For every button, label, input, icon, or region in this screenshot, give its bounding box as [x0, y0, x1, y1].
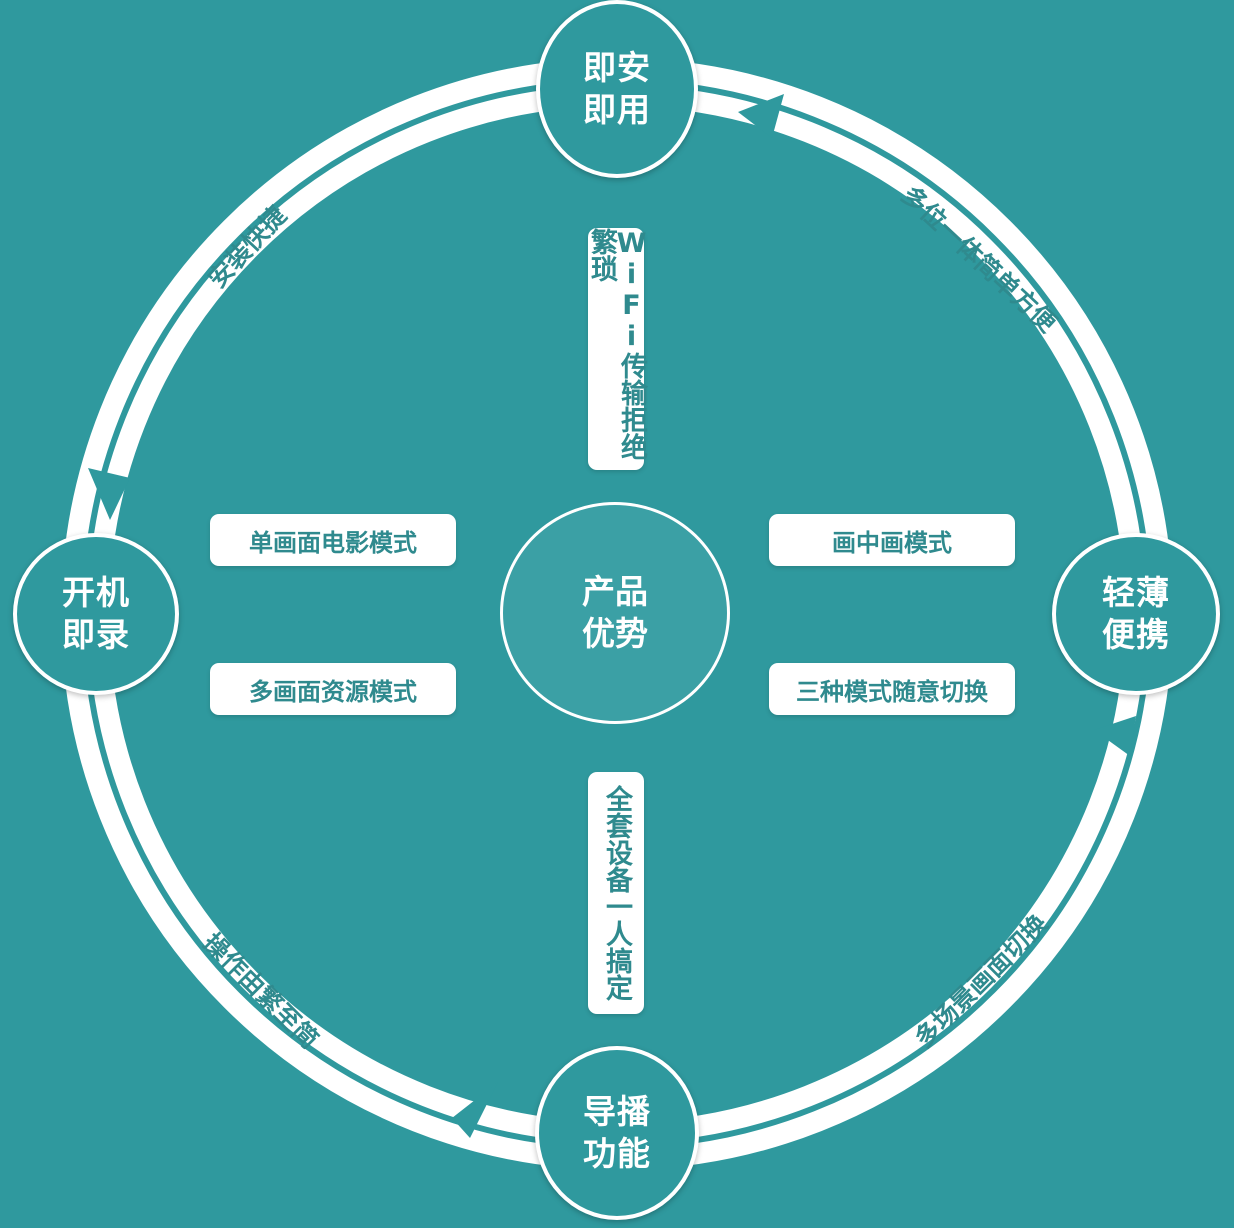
feature-one-person: 全套设备一人搞定	[588, 772, 644, 1014]
node-portable: 轻薄 便携	[1052, 533, 1220, 695]
feature-multi-screen: 多画面资源模式	[210, 663, 456, 715]
arrow-top-left-icon	[738, 94, 784, 138]
node-label-line2: 即用	[583, 90, 651, 129]
node-label-line2: 功能	[583, 1134, 651, 1173]
feature-mode-switch: 三种模式随意切换	[769, 663, 1015, 715]
node-ready-to-use: 即安 即用	[536, 0, 698, 178]
node-directing: 导播 功能	[535, 1046, 699, 1220]
feature-wifi: WiFi传输拒绝繁琐	[586, 228, 647, 470]
node-label-line1: 导播	[583, 1092, 651, 1131]
node-label-line2: 即录	[62, 615, 130, 654]
center-product-advantages: 产品 优势	[500, 502, 730, 724]
arrow-left-down-icon	[88, 468, 130, 520]
node-label-line2: 便携	[1102, 615, 1170, 654]
node-instant-record: 开机 即录	[13, 533, 179, 695]
feature-single-screen: 单画面电影模式	[210, 514, 456, 566]
center-label-line2: 优势	[582, 614, 648, 653]
center-label-line1: 产品	[582, 572, 648, 611]
node-label-line1: 轻薄	[1102, 573, 1170, 612]
arrow-bottom-right-icon	[452, 1082, 498, 1138]
node-label-line1: 即安	[583, 48, 651, 87]
node-label-line1: 开机	[62, 573, 130, 612]
feature-pip: 画中画模式	[769, 514, 1015, 566]
arrow-right-up-icon	[1094, 716, 1136, 756]
